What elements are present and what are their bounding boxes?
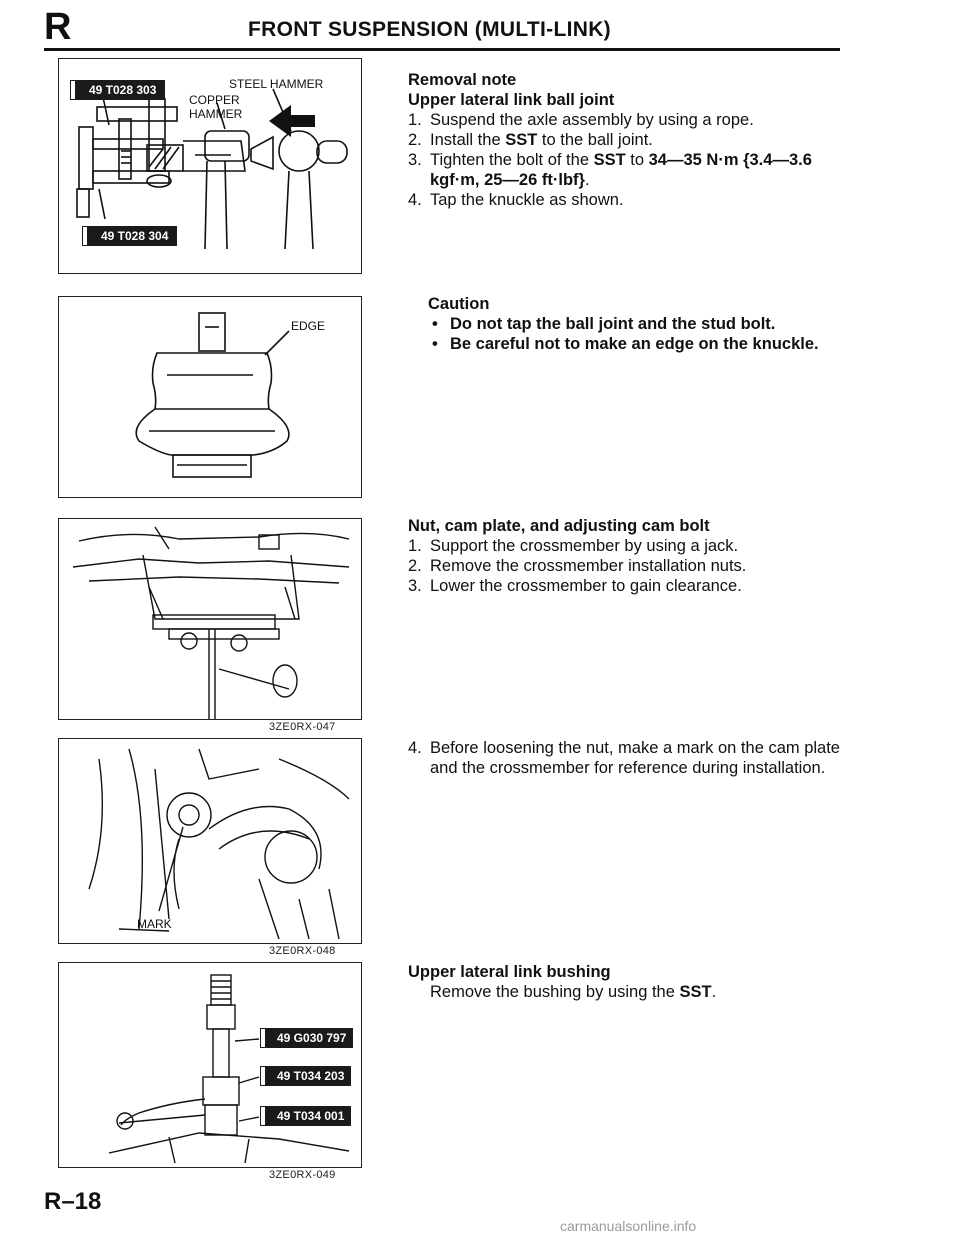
cam-plate-mark-illustration (88, 748, 350, 940)
removal-step-3: 3.Tighten the bolt of the SST to 34—35 N… (408, 151, 812, 189)
nut-step-4-list: 4.Before loosening the nut, make a mark … (408, 738, 848, 778)
nut-step-2: 2.Remove the crossmember installation nu… (408, 557, 747, 575)
removal-note-heading: Removal note (408, 71, 517, 89)
nut-step-4: 4.Before loosening the nut, make a mark … (408, 739, 840, 777)
nut-step-4-block: 4.Before loosening the nut, make a mark … (408, 738, 848, 778)
label-hammer: HAMMER (189, 107, 243, 121)
removal-step-4: 4.Tap the knuckle as shown. (408, 191, 624, 209)
caution-item-2: •Be careful not to make an edge on the k… (432, 335, 819, 353)
knuckle-edge-illustration (135, 312, 290, 478)
label-edge: EDGE (291, 319, 326, 333)
caution-item-1: •Do not tap the ball joint and the stud … (432, 315, 776, 333)
caution-list: •Do not tap the ball joint and the stud … (428, 314, 848, 354)
caution-heading: Caution (428, 295, 490, 313)
figure-knuckle-edge: EDGE (58, 296, 362, 498)
removal-step-2: 2.Install the SST to the ball joint. (408, 131, 653, 149)
label-copper: COPPER (189, 93, 240, 107)
figure-cam-plate-mark: MARK 3ZE0RX-048 (58, 738, 362, 957)
sst-tag-49-t028-303: 49 T028 303 (69, 80, 166, 100)
sst-tag-49-t034-001: 49 T034 001 (259, 1106, 352, 1126)
page-number: R–18 (44, 1188, 102, 1215)
ball-joint-tap-illustration (76, 88, 348, 250)
bushing-sst-illustration (108, 974, 350, 1164)
section-letter: R (44, 6, 72, 48)
page-title: FRONT SUSPENSION (MULTI-LINK) (248, 18, 611, 41)
caution-block: Caution •Do not tap the ball joint and t… (428, 294, 848, 354)
figure-code-049: 3ZE0RX-049 (269, 1169, 336, 1181)
figure-crossmember-jack: 3ZE0RX-047 (58, 518, 362, 733)
removal-note-block: Removal note Upper lateral link ball joi… (408, 70, 848, 210)
nut-cam-block: Nut, cam plate, and adjusting cam bolt 1… (408, 516, 848, 596)
bushing-instruction: Remove the bushing by using the SST. (430, 983, 717, 1001)
ball-joint-subheading: Upper lateral link ball joint (408, 91, 615, 109)
crossmember-jack-illustration (72, 526, 350, 719)
nut-cam-heading: Nut, cam plate, and adjusting cam bolt (408, 517, 710, 535)
sst-tag-49-t034-203: 49 T034 203 (259, 1066, 352, 1086)
nut-step-3: 3.Lower the crossmember to gain clearanc… (408, 577, 742, 595)
bushing-block: Upper lateral link bushing Remove the bu… (408, 962, 848, 1002)
nut-cam-steps: 1.Support the crossmember by using a jac… (408, 536, 848, 596)
removal-steps: 1.Suspend the axle assembly by using a r… (408, 110, 848, 210)
sst-tag-49-t028-304: 49 T028 304 (81, 226, 178, 246)
removal-step-1: 1.Suspend the axle assembly by using a r… (408, 111, 754, 129)
nut-step-1: 1.Support the crossmember by using a jac… (408, 537, 739, 555)
bushing-heading: Upper lateral link bushing (408, 963, 611, 981)
figure-bushing-sst: 49 G030 797 49 T034 203 49 T034 001 3ZE0… (58, 962, 362, 1181)
figure-code-047: 3ZE0RX-047 (269, 721, 336, 733)
sst-tag-49-g030-797: 49 G030 797 (259, 1028, 354, 1048)
header-rule (44, 48, 840, 51)
label-steel-hammer: STEEL HAMMER (229, 77, 324, 91)
figure-ball-joint-tap: 49 T028 303 49 T028 304 STEEL HAMMER COP… (58, 58, 362, 274)
watermark: carmanualsonline.info (560, 1218, 697, 1234)
figure-code-048: 3ZE0RX-048 (269, 945, 336, 957)
label-mark: MARK (137, 917, 172, 931)
